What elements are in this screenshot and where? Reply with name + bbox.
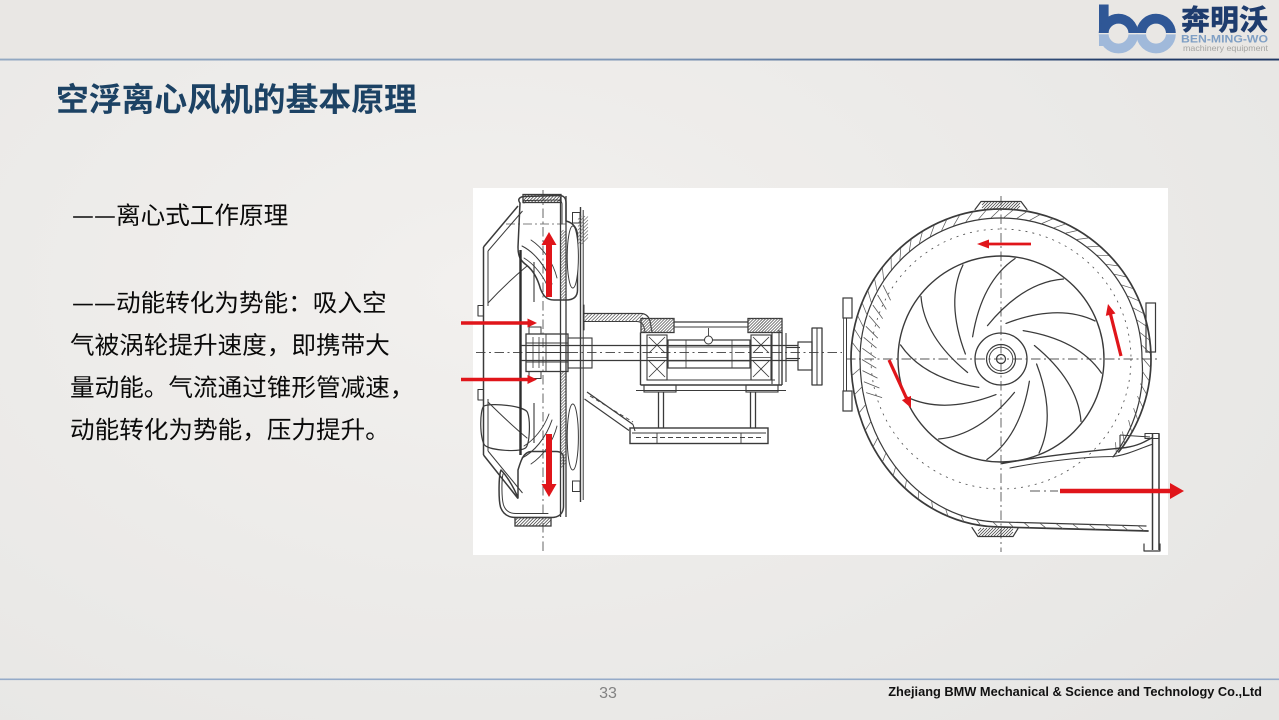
svg-text:33: 33 — [599, 685, 617, 702]
svg-text:Zhejiang BMW Mechanical & Scie: Zhejiang BMW Mechanical & Science and Te… — [888, 684, 1262, 699]
svg-text:machinery equipment: machinery equipment — [1183, 43, 1269, 53]
svg-text:BEN-MING-WO: BEN-MING-WO — [1181, 34, 1268, 46]
